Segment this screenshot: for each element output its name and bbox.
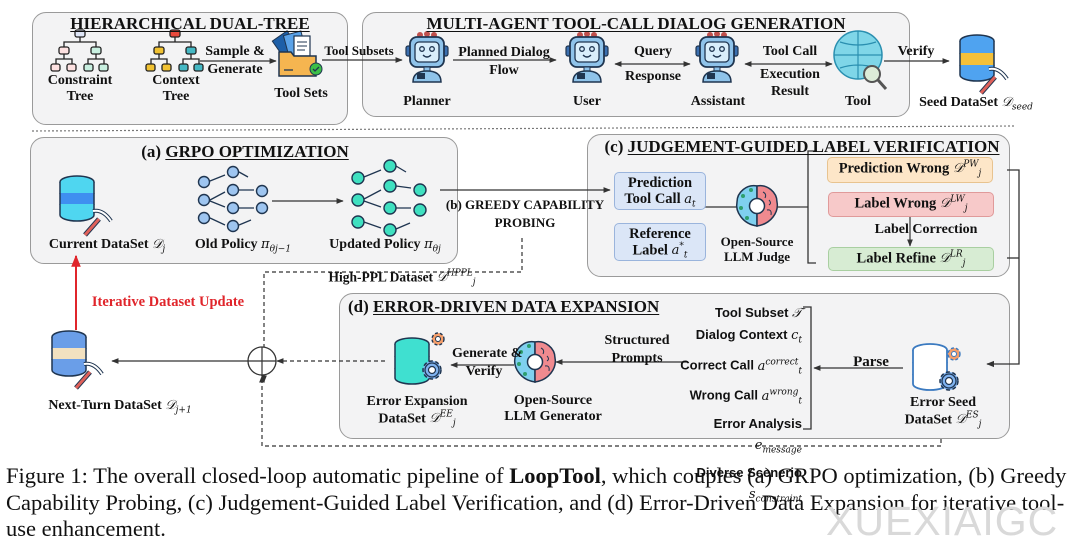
generate-verify-label: Generate &Verify xyxy=(452,346,523,380)
tool-subsets-label: Tool Subsets xyxy=(324,43,394,58)
prompt-item-label: Dialog Context xyxy=(695,327,792,343)
verification-title: (c) JUDGEMENT-GUIDED LABEL VERIFICATION xyxy=(604,137,1000,156)
updated-policy-label: Updated Policy πθj xyxy=(329,237,441,255)
high-ppl-dataset-label: High-PPL Dataset 𝒟HPPLj xyxy=(328,269,476,288)
verify-label: Verify xyxy=(897,44,935,59)
prompt-item: Diverse Scenerio sconstraint xyxy=(672,462,802,511)
prediction-wrong-box: Prediction Wrong 𝒟PWj xyxy=(827,157,993,183)
planner-robot-icon xyxy=(405,30,449,83)
prompt-item-label: Diverse Scenerio xyxy=(696,464,802,480)
next-turn-dataset-label: Next-Turn DataSet 𝒟j+1 xyxy=(48,398,192,416)
current-dataset-icon xyxy=(59,175,111,235)
context-tree-icon xyxy=(145,29,204,72)
assistant-robot-icon xyxy=(695,30,739,83)
constraint-tree-icon xyxy=(50,29,109,72)
tool-globe-icon xyxy=(833,30,888,90)
dialog-generation-title: MULTI-AGENT TOOL-CALL DIALOG GENERATION xyxy=(426,14,846,33)
response-label: Response xyxy=(624,69,681,84)
tool-label: Tool xyxy=(845,94,871,109)
prompt-item-label: Wrong Call xyxy=(689,387,762,403)
error-seed-dataset-icon xyxy=(912,343,961,391)
prompt-item-symbol: emessage xyxy=(754,437,802,456)
assistant-label: Assistant xyxy=(690,94,746,109)
tool-sets-label: Tool Sets xyxy=(274,86,328,101)
prompt-item-symbol: acorrectt xyxy=(757,357,802,377)
watermark: XUEXIAIGC xyxy=(826,498,1059,544)
dual-tree-title: HIERARCHICAL DUAL-TREE xyxy=(70,14,310,33)
old-policy-label: Old Policy πθj−1 xyxy=(194,237,292,255)
figure-caption: Figure 1: The overall closed-loop automa… xyxy=(6,463,1067,541)
prompt-item: Dialog Context ct xyxy=(672,324,802,352)
user-label: User xyxy=(573,94,601,109)
section-divider xyxy=(31,125,1016,132)
sample-generate-label: Sample &Generate xyxy=(205,44,265,78)
prompt-item: Correct Call acorrectt xyxy=(672,352,802,382)
prompt-item-label: Correct Call xyxy=(680,357,758,373)
prompt-item: Error Analysis emessage xyxy=(672,413,802,462)
label-correction-label: Label Correction xyxy=(874,222,978,237)
tool-call-label: Tool Call xyxy=(762,44,818,59)
label-wrong-box: Label Wrong 𝒟LWj xyxy=(828,192,994,217)
planner-label: Planner xyxy=(403,94,451,109)
user-robot-icon xyxy=(565,30,609,83)
query-label: Query xyxy=(633,44,673,59)
prompt-item-symbol: sconstraint xyxy=(748,487,802,505)
updated-policy-network-icon xyxy=(351,159,427,237)
prompt-item-symbol: ct xyxy=(791,328,802,346)
label-refine-box: Label Refine 𝒟LRj xyxy=(828,247,994,271)
old-policy-network-icon xyxy=(197,165,269,233)
prompt-item-label: Tool Subset xyxy=(714,305,793,320)
expansion-title: (d) ERROR-DRIVEN DATA EXPANSION xyxy=(348,297,660,316)
iterative-update-label: Iterative Dataset Update xyxy=(91,294,245,310)
next-turn-dataset-icon xyxy=(51,330,102,388)
judge-brain-icon xyxy=(735,184,779,227)
prompt-item-symbol: awrongt xyxy=(761,387,802,407)
grpo-title: (a) GRPO OPTIMIZATION xyxy=(141,142,349,161)
error-expansion-dataset-icon xyxy=(394,332,445,385)
prompt-item-symbol: 𝒯 xyxy=(792,306,802,321)
prompt-item-label: Error Analysis xyxy=(713,415,802,431)
current-dataset-label: Current DataSet 𝒟j xyxy=(48,237,166,255)
parse-label: Parse xyxy=(853,354,889,370)
tool-sets-folder-icon xyxy=(271,30,323,77)
seed-dataset-icon xyxy=(959,34,1007,93)
prompt-item: Wrong Call awrongt xyxy=(672,382,802,412)
grpo-panel xyxy=(30,137,458,264)
prompt-item: Tool Subset 𝒯 xyxy=(672,302,802,324)
seed-dataset-label: Seed DataSet 𝒟seed xyxy=(919,95,1033,113)
